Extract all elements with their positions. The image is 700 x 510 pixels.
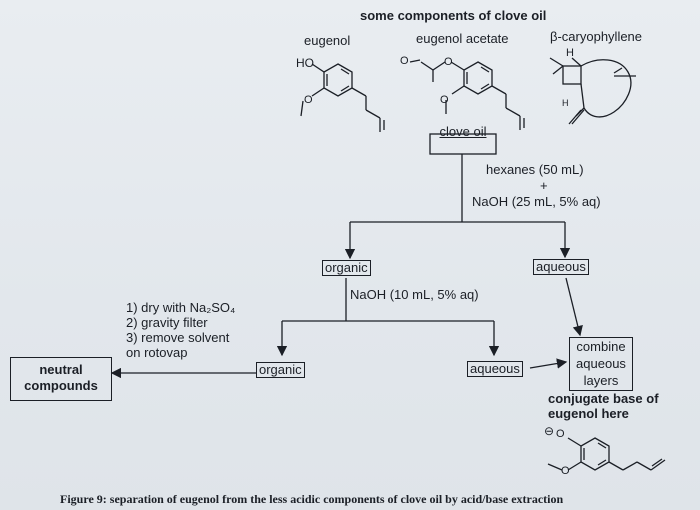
neutral-compounds-box: neutral compounds <box>10 357 112 401</box>
caryo-h-top: H <box>566 47 574 59</box>
clove-oil-label: clove oil <box>439 124 487 139</box>
conjugate-base-line-1: conjugate base of <box>548 391 659 406</box>
acetate-o-methoxy: O <box>440 94 449 106</box>
aqueous-layer-2: aqueous <box>467 361 523 377</box>
figure-heading: some components of clove oil <box>360 8 547 23</box>
eugenol-structure <box>300 63 385 132</box>
aqueous-layer-1: aqueous <box>533 259 589 275</box>
organic-layer-1: organic <box>322 260 371 276</box>
conj-charge: ⊖ <box>544 424 555 438</box>
neutral-line-1: neutral <box>39 362 83 377</box>
combine-line-1: combine <box>576 339 626 354</box>
acetate-o-carbonyl: O <box>400 55 409 67</box>
reagent2-naoh: NaOH (10 mL, 5% aq) <box>350 287 479 302</box>
workup-step-3: 3) remove solvent <box>126 330 230 345</box>
label-eugenol-acetate: eugenol acetate <box>416 31 509 46</box>
label-beta-caryophyllene: β-caryophyllene <box>550 29 643 44</box>
combine-aqueous-box: combine aqueous layers <box>569 337 633 391</box>
conj-o-methoxy: O <box>561 465 570 477</box>
workup-step-1: 1) dry with Na₂SO₄ <box>126 300 236 315</box>
conjugate-base-line-2: eugenol here <box>548 406 629 421</box>
caryo-h-bottom: H <box>562 98 569 108</box>
combine-line-3: layers <box>583 373 619 388</box>
reagent1-naoh: NaOH (25 mL, 5% aq) <box>472 194 601 209</box>
neutral-line-2: compounds <box>24 378 98 393</box>
arrow-aqueous1-to-combine <box>565 277 583 337</box>
eugenol-ho-label: HO <box>296 56 314 70</box>
acetate-o-ester: O <box>444 56 453 68</box>
reagent1-hexanes: hexanes (50 mL) <box>486 162 584 177</box>
organic-layer-2: organic <box>256 362 305 378</box>
reagent1-plus: + <box>540 178 548 193</box>
clove-oil-box <box>429 133 497 155</box>
label-eugenol: eugenol <box>304 33 351 48</box>
workup-step-3-cont: on rotovap <box>126 345 188 360</box>
caryophyllene-structure <box>549 57 636 125</box>
combine-line-2: aqueous <box>576 356 626 371</box>
workup-step-2: 2) gravity filter <box>126 315 208 330</box>
conj-o-anion: O <box>556 428 565 440</box>
figure-caption: Figure 9: separation of eugenol from the… <box>60 492 564 506</box>
arrow-aqueous2-to-combine <box>529 358 568 369</box>
conjugate-base-structure <box>547 437 666 471</box>
eugenol-acetate-structure <box>409 59 525 130</box>
eugenol-o-label: O <box>304 94 313 106</box>
